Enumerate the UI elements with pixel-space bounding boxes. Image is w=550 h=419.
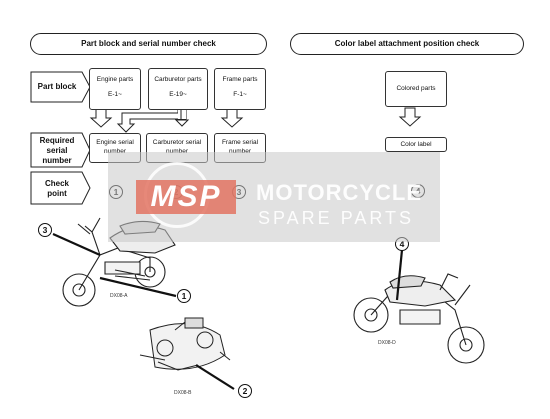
row-label-required-serial-number: Required serial number: [39, 136, 75, 165]
figure-code-a: DX08-A: [110, 293, 128, 299]
carburetor-assembly-illustration: [139, 317, 231, 371]
watermark-line1: MOTORCYCLE: [256, 180, 423, 205]
header-part-block-check: Part block and serial number check: [30, 33, 267, 55]
part-block-frame: Frame parts F-1~: [214, 68, 266, 110]
check-point-tag: [30, 171, 91, 205]
part-block-carburetor: Carburetor parts E-19~: [148, 68, 208, 110]
figure-code-d: DX08-D: [378, 340, 396, 346]
colored-parts-box: Colored parts: [385, 71, 447, 107]
figure-code-b: DX08-B: [174, 390, 192, 396]
watermark-line2: SPARE PARTS: [258, 208, 415, 228]
part-block-engine: Engine parts E-1~: [89, 68, 141, 110]
serial-number-tag: [30, 132, 91, 168]
color-label-box: Color label: [385, 137, 447, 152]
row-label-part-block: Part block: [37, 82, 77, 91]
motorcycle-illustration-right: [353, 273, 485, 364]
watermark-brand: MSP: [136, 180, 236, 214]
callout-1: 1: [177, 289, 191, 303]
callout-3: 3: [38, 223, 52, 237]
callout-2: 2: [238, 384, 252, 398]
hollow-arrow-icon: [89, 107, 422, 133]
part-block-tag: [30, 71, 91, 103]
watermark: MSP MOTORCYCLE SPARE PARTS: [108, 152, 440, 242]
row-label-check-point: Check point: [44, 179, 69, 198]
header-color-label-check: Color label attachment position check: [290, 33, 524, 55]
